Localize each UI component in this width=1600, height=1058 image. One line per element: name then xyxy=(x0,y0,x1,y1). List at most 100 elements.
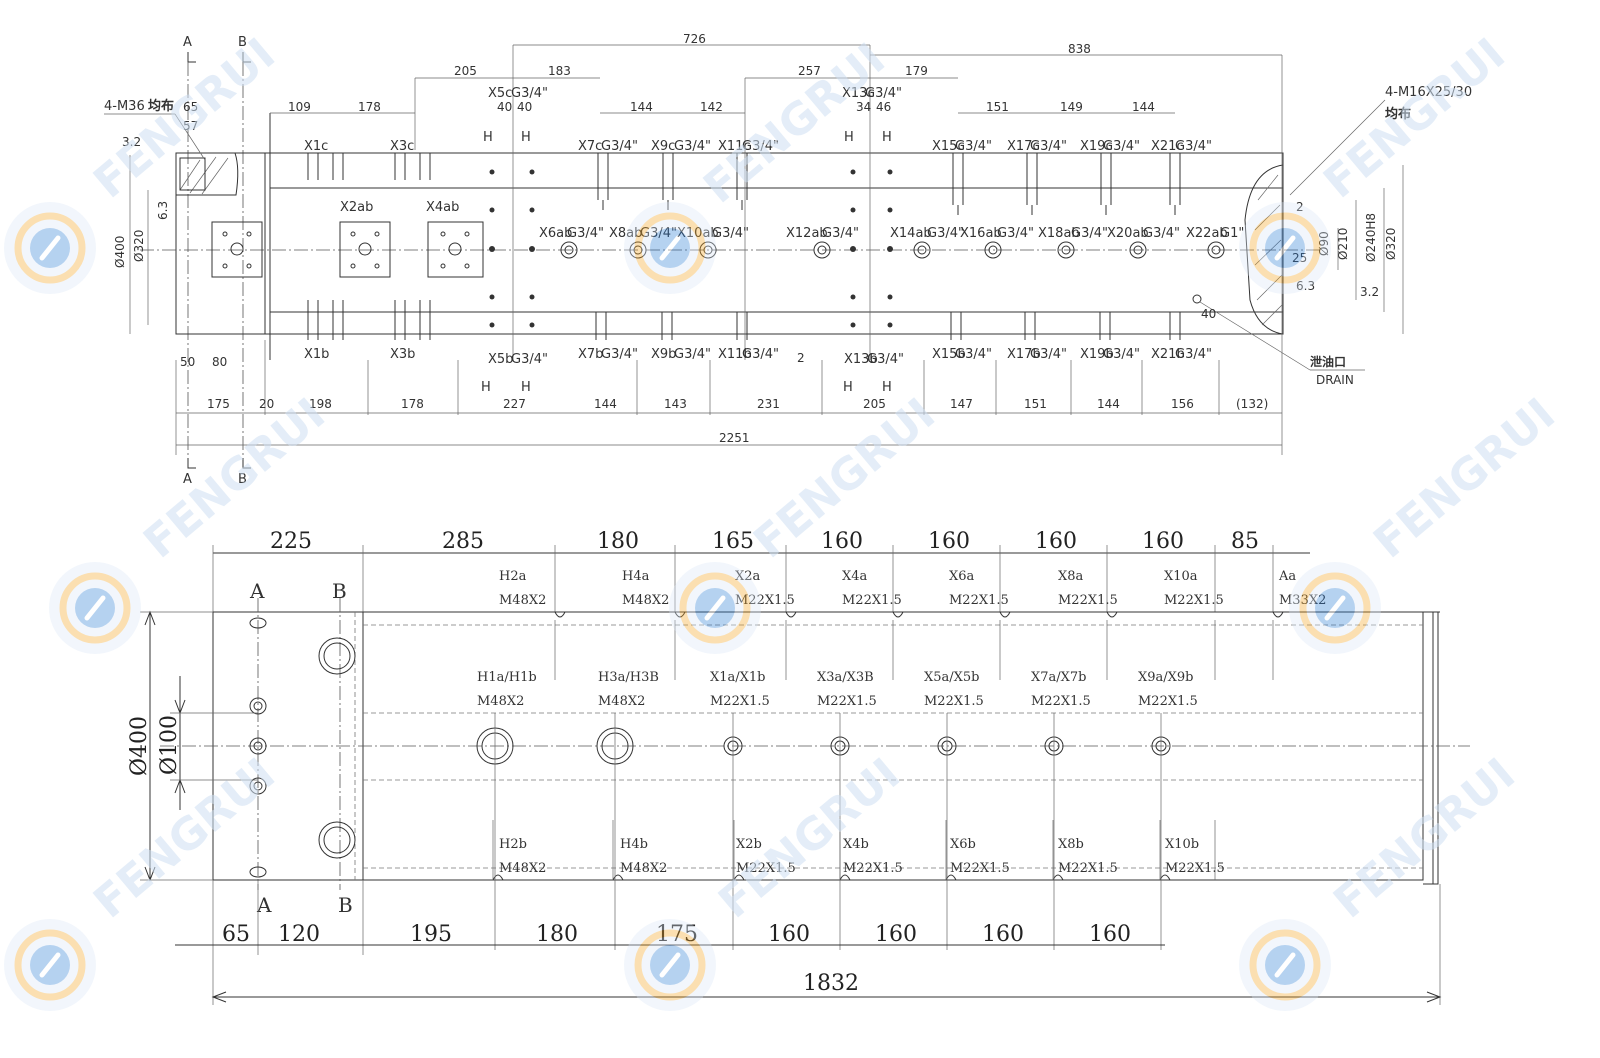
svg-text:X4a: X4a xyxy=(842,569,868,584)
port-labels-mid: X6ab X8ab X10ab X12ab X14ab X16ab X18ab … xyxy=(539,226,1244,241)
svg-text:225: 225 xyxy=(270,529,312,554)
svg-text:X18ab: X18ab xyxy=(1038,226,1080,241)
lower-port-labels: H2b M48X2 H4b M48X2 X2b M22X1.5 X4b M22X… xyxy=(499,837,1225,876)
mount-holes xyxy=(222,231,470,269)
watermark-text: FENGRUI xyxy=(694,34,895,214)
svg-text:205: 205 xyxy=(863,397,886,411)
watermark-badges xyxy=(4,202,1381,1011)
svg-text:G3/4": G3/4" xyxy=(1030,139,1067,154)
section-mark-b-bottom: B xyxy=(238,472,247,487)
svg-text:X6a: X6a xyxy=(949,569,975,584)
svg-text:X5a/X5b: X5a/X5b xyxy=(924,670,980,685)
svg-text:G3/4": G3/4" xyxy=(601,347,638,362)
svg-text:G3/4": G3/4" xyxy=(712,226,749,241)
logo-badge-icon xyxy=(1239,919,1331,1011)
svg-text:X15b: X15b xyxy=(932,347,966,362)
svg-text:H3a/H3B: H3a/H3B xyxy=(598,670,659,685)
svg-text:X9a/X9b: X9a/X9b xyxy=(1138,670,1194,685)
svg-text:X5c: X5c xyxy=(488,86,512,101)
svg-text:X6b: X6b xyxy=(950,837,976,852)
svg-text:M22X1.5: M22X1.5 xyxy=(1138,694,1198,709)
dim-109: 109 xyxy=(288,100,311,114)
svg-text:G3/4": G3/4" xyxy=(955,347,992,362)
dim-144a: 144 xyxy=(630,100,653,114)
svg-text:G3/4": G3/4" xyxy=(1030,347,1067,362)
svg-text:X2a: X2a xyxy=(735,569,761,584)
svg-text:X10a: X10a xyxy=(1164,569,1198,584)
dim-726: 726 xyxy=(683,32,706,46)
watermark-text: FENGRUI xyxy=(1364,389,1565,569)
roughness-b: 6.3 xyxy=(156,201,170,220)
dim-40a: 40 xyxy=(497,100,512,114)
svg-text:X3b: X3b xyxy=(390,347,415,362)
svg-text:M33X2: M33X2 xyxy=(1279,593,1326,608)
svg-text:X13b: X13b xyxy=(844,352,878,367)
svg-text:X19b: X19b xyxy=(1080,347,1114,362)
svg-text:G3/4": G3/4" xyxy=(997,226,1034,241)
svg-text:M22X1.5: M22X1.5 xyxy=(950,861,1010,876)
dim-149: 149 xyxy=(1060,100,1083,114)
h-marks: H H H H H H H H xyxy=(481,130,892,395)
logo-badge-icon xyxy=(49,562,141,654)
svg-text:H: H xyxy=(483,130,493,145)
svg-text:G3/4": G3/4" xyxy=(511,86,548,101)
watermark-text: FENGRUI xyxy=(1324,749,1525,929)
dia-100-side: Ø100 xyxy=(157,715,182,775)
dim-2b: 2 xyxy=(797,351,805,365)
svg-text:H: H xyxy=(844,130,854,145)
svg-text:X17c: X17c xyxy=(1007,139,1040,154)
bottom-view-holes xyxy=(249,617,1171,878)
svg-text:M22X1.5: M22X1.5 xyxy=(1058,593,1118,608)
svg-text:M22X1.5: M22X1.5 xyxy=(735,593,795,608)
svg-text:X14ab: X14ab xyxy=(890,226,932,241)
roughness-c: 3.2 xyxy=(1360,285,1379,299)
svg-text:G3/4": G3/4" xyxy=(511,352,548,367)
dia-90: Ø90 xyxy=(1317,231,1331,256)
dim-40b: 40 xyxy=(517,100,532,114)
svg-text:G3/4": G3/4" xyxy=(640,226,677,241)
svg-text:X10b: X10b xyxy=(1165,837,1199,852)
svg-text:G3/4": G3/4" xyxy=(927,226,964,241)
svg-text:X15c: X15c xyxy=(932,139,965,154)
svg-text:G3/4": G3/4" xyxy=(822,226,859,241)
port-labels-bottom: X1b X3b X5b X7b X9b X11b X13b X15b X17b … xyxy=(304,347,1212,367)
section-mark-a-bottom: A xyxy=(256,893,272,917)
svg-text:G3/4": G3/4" xyxy=(742,347,779,362)
svg-text:160: 160 xyxy=(821,529,863,554)
svg-text:198: 198 xyxy=(309,397,332,411)
dia-320-right: Ø320 xyxy=(1384,228,1398,260)
svg-text:180: 180 xyxy=(597,529,639,554)
dim-838: 838 xyxy=(1068,42,1091,56)
svg-text:X3c: X3c xyxy=(390,139,414,154)
svg-text:143: 143 xyxy=(664,397,687,411)
svg-text:144: 144 xyxy=(594,397,617,411)
svg-text:M22X1.5: M22X1.5 xyxy=(710,694,770,709)
svg-text:M48X2: M48X2 xyxy=(499,593,546,608)
logo-badge-icon xyxy=(4,919,96,1011)
section-mark-a-top: A xyxy=(249,579,265,603)
svg-text:M48X2: M48X2 xyxy=(622,593,669,608)
dim-2a: 2 xyxy=(1296,200,1304,214)
svg-text:160: 160 xyxy=(1089,922,1131,947)
svg-text:X4b: X4b xyxy=(843,837,869,852)
dia-320-top: Ø320 xyxy=(132,230,146,262)
dim-178: 178 xyxy=(358,100,381,114)
svg-text:G1": G1" xyxy=(1220,226,1244,241)
svg-text:M48X2: M48X2 xyxy=(598,694,645,709)
svg-text:80: 80 xyxy=(212,355,227,369)
svg-text:G3/4": G3/4" xyxy=(1103,347,1140,362)
svg-text:X5b: X5b xyxy=(488,352,513,367)
svg-text:H4a: H4a xyxy=(622,569,650,584)
svg-text:X1b: X1b xyxy=(304,347,329,362)
dim-40: 40 xyxy=(1201,307,1216,321)
svg-text:H: H xyxy=(882,130,892,145)
bottom-view: 225 285 180 165 160 160 160 160 85 A B A… xyxy=(127,529,1470,1005)
section-mark-b-top: B xyxy=(332,579,347,603)
dim-179: 179 xyxy=(905,64,928,78)
svg-text:M48X2: M48X2 xyxy=(620,861,667,876)
dim-57: 57 xyxy=(183,119,198,133)
svg-text:180: 180 xyxy=(536,922,578,947)
section-mark-b-top: B xyxy=(238,35,247,50)
callout-left-thread: 4-M36 xyxy=(104,99,145,114)
watermark-layer: FENGRUI FENGRUI FENGRUI FENGRUI FENGRUI … xyxy=(84,29,1565,929)
